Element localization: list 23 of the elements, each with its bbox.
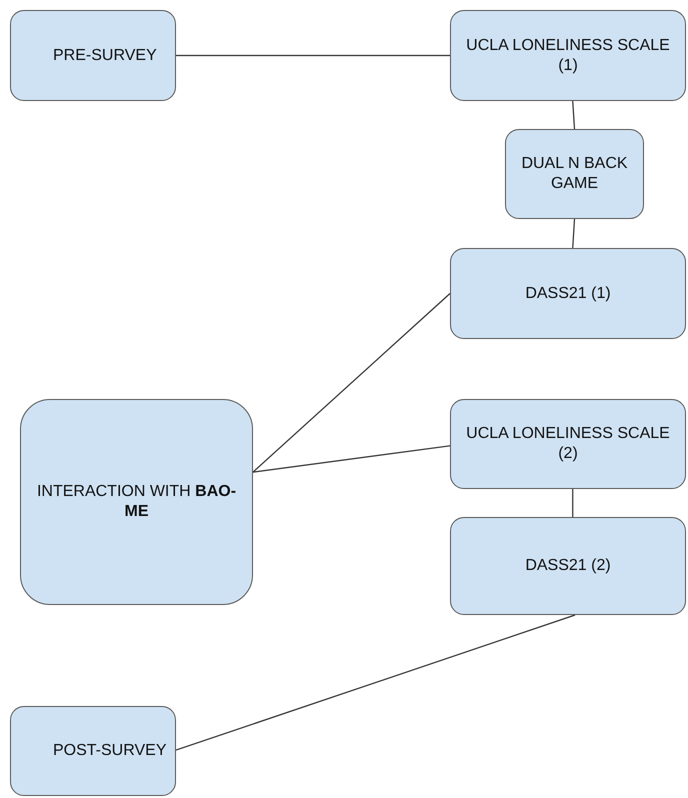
box-label: UCLA LONELINESS SCALE (2) bbox=[465, 424, 671, 464]
box-label: DASS21 (1) bbox=[525, 284, 611, 304]
process-box bbox=[10, 706, 176, 796]
process-box bbox=[450, 517, 686, 615]
box-label: DUAL N BACK GAME bbox=[520, 154, 629, 194]
process-box bbox=[450, 10, 686, 101]
process-box bbox=[450, 248, 686, 339]
box-label: DASS21 (2) bbox=[525, 556, 611, 576]
process-box bbox=[20, 399, 253, 605]
connector-line bbox=[252, 445, 450, 473]
connector-line bbox=[572, 218, 576, 248]
box-label: POST-SURVEY bbox=[53, 741, 167, 761]
process-box bbox=[450, 399, 686, 489]
connector-line bbox=[572, 489, 574, 517]
process-box bbox=[10, 10, 176, 101]
connector-line bbox=[572, 100, 576, 130]
box-label: PRE-SURVEY bbox=[53, 46, 157, 66]
connector-line bbox=[176, 614, 576, 751]
box-label: UCLA LONELINESS SCALE (1) bbox=[465, 36, 671, 76]
connector-line bbox=[176, 54, 450, 56]
connector-line bbox=[252, 293, 450, 473]
process-box bbox=[505, 129, 644, 219]
box-label: INTERACTION WITH BAO-ME bbox=[36, 482, 238, 522]
